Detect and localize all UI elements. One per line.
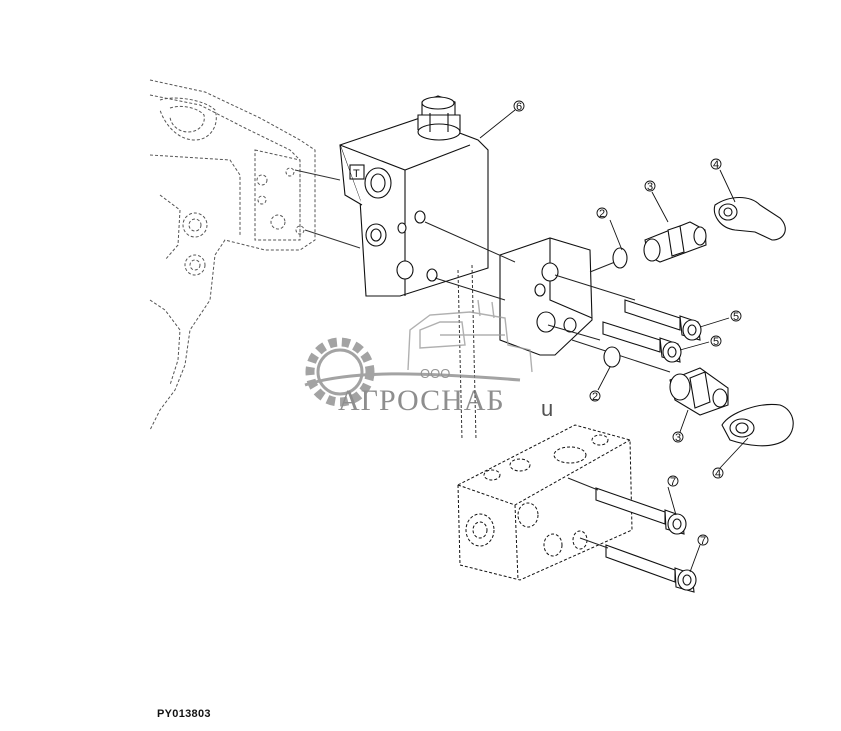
alignment-lines-housing <box>294 169 361 249</box>
watermark-name: АГРОСНАБ <box>338 384 505 417</box>
callout-4-lower: 4 <box>715 468 721 480</box>
callout-3-lower: 3 <box>675 432 681 444</box>
callout-2-lower: 2 <box>592 391 598 403</box>
callouts <box>479 100 749 573</box>
callout-5-lower: 5 <box>713 336 719 348</box>
alignment-lines-manifold <box>567 477 609 549</box>
callout-3-upper: 3 <box>647 181 653 193</box>
watermark-prefix: ООО <box>420 366 450 381</box>
wheat-swoosh <box>304 372 521 387</box>
gear-logo-hub <box>316 348 364 396</box>
valve-hidden-lines <box>457 264 477 441</box>
dust-cap-upper <box>713 196 786 241</box>
fitting-upper <box>643 221 707 263</box>
o-ring-upper <box>612 247 628 269</box>
callout-7-upper: 7 <box>670 476 676 488</box>
valve-label-t: T <box>353 168 360 180</box>
drawing-id: PY013803 <box>157 708 211 720</box>
dust-cap-lower <box>721 403 794 447</box>
fitting-lower <box>669 367 729 416</box>
cap-screw-upper <box>624 299 702 341</box>
callout-5-upper: 5 <box>733 311 739 323</box>
combine-harvester-logo <box>407 299 533 373</box>
cap-screw-lower <box>602 321 682 363</box>
callout-4-upper: 4 <box>713 159 719 171</box>
callout-2-upper: 2 <box>599 208 605 220</box>
long-screw-lower <box>605 544 697 593</box>
long-screw-upper <box>595 487 687 535</box>
callout-7-lower: 7 <box>700 535 706 547</box>
adapter-plate <box>499 237 593 356</box>
callout-6: 6 <box>516 101 522 113</box>
gear-logo <box>305 337 375 407</box>
watermark-suffix: u <box>541 396 553 421</box>
alignment-lines-valve <box>424 221 671 373</box>
o-ring-lower <box>603 346 621 368</box>
transmission-housing <box>149 79 316 431</box>
valve-block <box>339 95 489 297</box>
agrosnab-watermark: ООО АГРОСНАБ u <box>304 299 553 421</box>
